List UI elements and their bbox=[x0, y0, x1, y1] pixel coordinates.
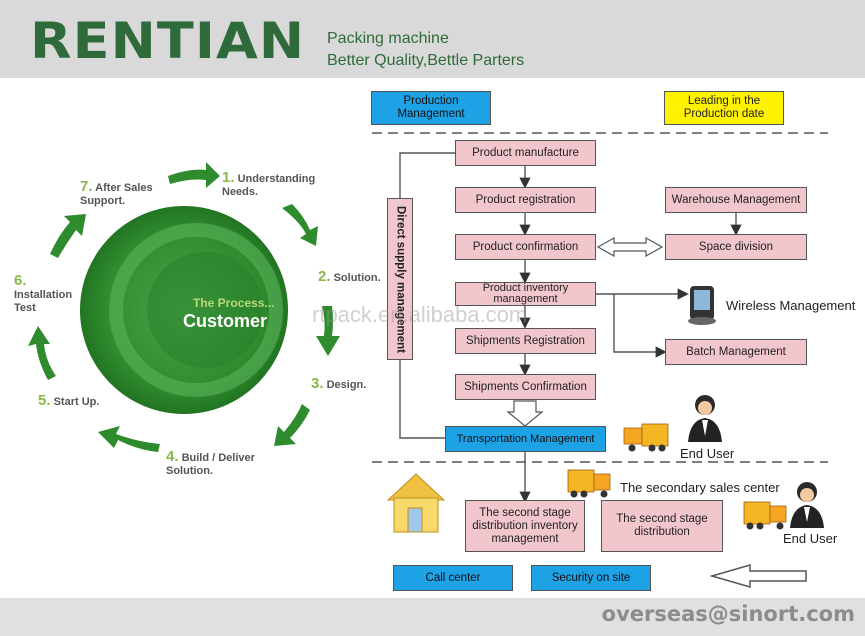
pda-device-icon bbox=[688, 286, 716, 325]
tagline: Packing machine Better Quality,Bettle Pa… bbox=[327, 28, 524, 72]
customer-circle-ring bbox=[109, 223, 283, 397]
security-on-site-box: Security on site bbox=[531, 565, 651, 591]
second-stage-inventory-box: The second stage distribution inventory … bbox=[465, 500, 585, 552]
truck-icon-3 bbox=[743, 501, 787, 530]
product-confirmation-box: Product confirmation bbox=[455, 234, 596, 260]
step-6-text: Installation Test bbox=[14, 289, 73, 314]
secondary-sales-center-label: The secondary sales center bbox=[620, 480, 780, 495]
shipments-registration-box: Shipments Registration bbox=[455, 328, 596, 354]
cycle-step-6: 6. Installation Test bbox=[14, 272, 84, 315]
step-5-text: Start Up. bbox=[53, 396, 100, 408]
hollow-left-arrow bbox=[709, 564, 807, 588]
step-4-number: 4. bbox=[166, 448, 179, 465]
warehouse-management-box: Warehouse Management bbox=[665, 187, 807, 213]
step-2-text: Solution. bbox=[333, 272, 381, 284]
brand-logo: RENTIAN bbox=[30, 12, 306, 70]
step-7-text: After Sales Support. bbox=[80, 182, 153, 207]
tagline-line-2: Better Quality,Bettle Parters bbox=[327, 52, 525, 69]
cycle-center-title: Customer bbox=[183, 311, 268, 331]
cycle-step-4: 4. Build / Deliver Solution. bbox=[166, 448, 266, 478]
cycle-step-5: 5. Start Up. bbox=[38, 392, 118, 409]
second-stage-distribution-box: The second stage distribution bbox=[601, 500, 723, 552]
truck-icon-2 bbox=[567, 469, 611, 498]
product-registration-box: Product registration bbox=[455, 187, 596, 213]
call-center-box: Call center bbox=[393, 565, 513, 591]
transportation-management-box: Transportation Management bbox=[445, 426, 606, 452]
step-4-text: Build / Deliver Solution. bbox=[166, 452, 255, 477]
cycle-step-7: 7. After Sales Support. bbox=[80, 178, 164, 208]
cycle-step-1: 1. Understanding Needs. bbox=[222, 169, 322, 199]
production-management-box: Production Management bbox=[371, 91, 491, 125]
cycle-center-subtitle: The Process... bbox=[193, 296, 275, 310]
cycle-arrow-5-to-6 bbox=[28, 326, 56, 380]
step-3-text: Design. bbox=[326, 379, 367, 391]
product-manufacture-box: Product manufacture bbox=[455, 140, 596, 166]
cycle-arrow-1-to-2 bbox=[282, 204, 318, 246]
cycle-arrow-4-to-5 bbox=[98, 426, 160, 452]
header-bar bbox=[0, 0, 865, 78]
watermark: rtpack.en.alibaba.com bbox=[312, 302, 528, 327]
cycle-arrow-6-to-7 bbox=[50, 214, 86, 258]
batch-management-box: Batch Management bbox=[665, 339, 807, 365]
step-1-text: Understanding Needs. bbox=[222, 173, 316, 198]
truck-icon-1 bbox=[623, 423, 669, 452]
end-user-icon-2 bbox=[790, 482, 824, 528]
footer-bar bbox=[0, 598, 865, 636]
cycle-arrow-7-to-1 bbox=[168, 162, 220, 188]
house-icon bbox=[386, 473, 446, 533]
step-6-number: 6. bbox=[14, 272, 27, 289]
double-arrow bbox=[596, 236, 664, 258]
leading-production-date-box: Leading in the Production date bbox=[664, 91, 784, 125]
end-user-label-1: End User bbox=[680, 446, 735, 461]
cycle-step-3: 3. Design. bbox=[311, 375, 391, 392]
tagline-line-1: Packing machine bbox=[327, 30, 449, 47]
cycle-step-2: 2. Solution. bbox=[318, 268, 398, 285]
end-user-label-2: End User bbox=[783, 531, 838, 546]
cycle-arrow-3-to-4 bbox=[274, 404, 310, 446]
hollow-down-arrow bbox=[506, 400, 544, 427]
step-3-number: 3. bbox=[311, 375, 324, 392]
cycle-arrows bbox=[28, 162, 340, 452]
wireless-management-label: Wireless Management bbox=[726, 298, 856, 313]
contact-email: overseas@sinort.com bbox=[601, 602, 855, 626]
step-5-number: 5. bbox=[38, 392, 51, 409]
step-2-number: 2. bbox=[318, 268, 331, 285]
direct-supply-management-box: Direct supply management bbox=[387, 198, 413, 360]
step-7-number: 7. bbox=[80, 178, 93, 195]
space-division-box: Space division bbox=[665, 234, 807, 260]
step-1-number: 1. bbox=[222, 169, 235, 186]
product-inventory-box: Product inventory management bbox=[455, 282, 596, 306]
end-user-icon-1 bbox=[688, 395, 722, 442]
shipments-confirmation-box: Shipments Confirmation bbox=[455, 374, 596, 400]
process-cycle-graphic bbox=[28, 162, 340, 452]
cycle-arrow-2-to-3 bbox=[316, 306, 340, 356]
